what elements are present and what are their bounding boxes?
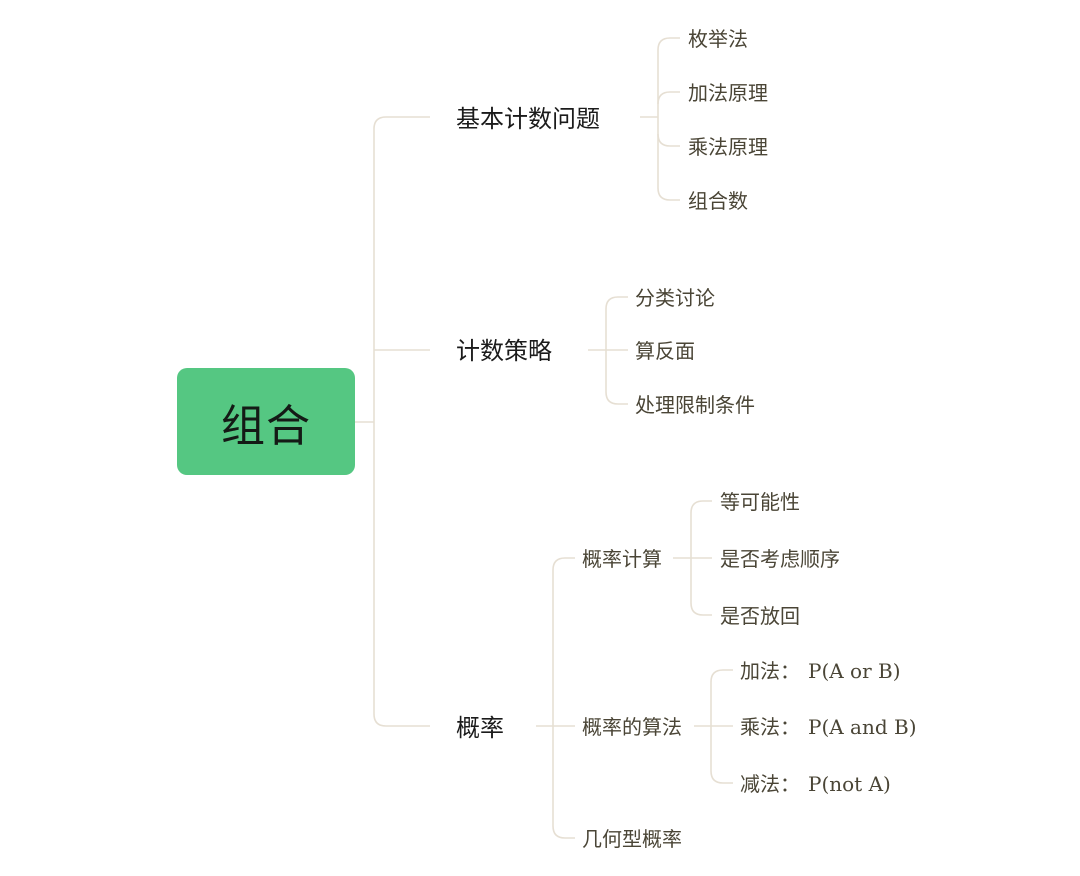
branch-probability[interactable]: 概率 (456, 714, 504, 742)
root-node[interactable]: 组合 (177, 368, 355, 475)
node-addition-principle[interactable]: 加法原理 (688, 81, 768, 105)
node-addition-rule[interactable]: 加法： P(A or B) (740, 661, 901, 681)
node-enumeration[interactable]: 枚举法 (688, 27, 748, 51)
rule-formula: P(A and B) (808, 715, 917, 739)
node-multiplication-rule[interactable]: 乘法： P(A and B) (740, 717, 917, 737)
branch-counting-strategy[interactable]: 计数策略 (456, 337, 552, 365)
root-label: 组合 (221, 400, 311, 452)
rule-label: 加法： (740, 659, 800, 683)
node-geometric-probability[interactable]: 几何型概率 (582, 827, 682, 851)
node-handle-constraints[interactable]: 处理限制条件 (635, 393, 755, 417)
rule-label: 减法： (740, 772, 800, 796)
node-equally-likely[interactable]: 等可能性 (720, 490, 800, 514)
node-multiplication-principle[interactable]: 乘法原理 (688, 135, 768, 159)
node-case-analysis[interactable]: 分类讨论 (635, 286, 715, 310)
rule-label: 乘法： (740, 715, 800, 739)
node-combinations[interactable]: 组合数 (688, 189, 748, 213)
node-with-replacement[interactable]: 是否放回 (720, 604, 800, 628)
node-subtraction-rule[interactable]: 减法： P(not A) (740, 774, 891, 794)
branch-basic-counting[interactable]: 基本计数问题 (456, 105, 600, 133)
rule-formula: P(A or B) (808, 659, 901, 683)
node-complement[interactable]: 算反面 (635, 339, 695, 363)
node-order-matters[interactable]: 是否考虑顺序 (720, 547, 840, 571)
node-probability-rules[interactable]: 概率的算法 (582, 715, 682, 739)
rule-formula: P(not A) (808, 772, 891, 796)
node-probability-calculation[interactable]: 概率计算 (582, 547, 662, 571)
